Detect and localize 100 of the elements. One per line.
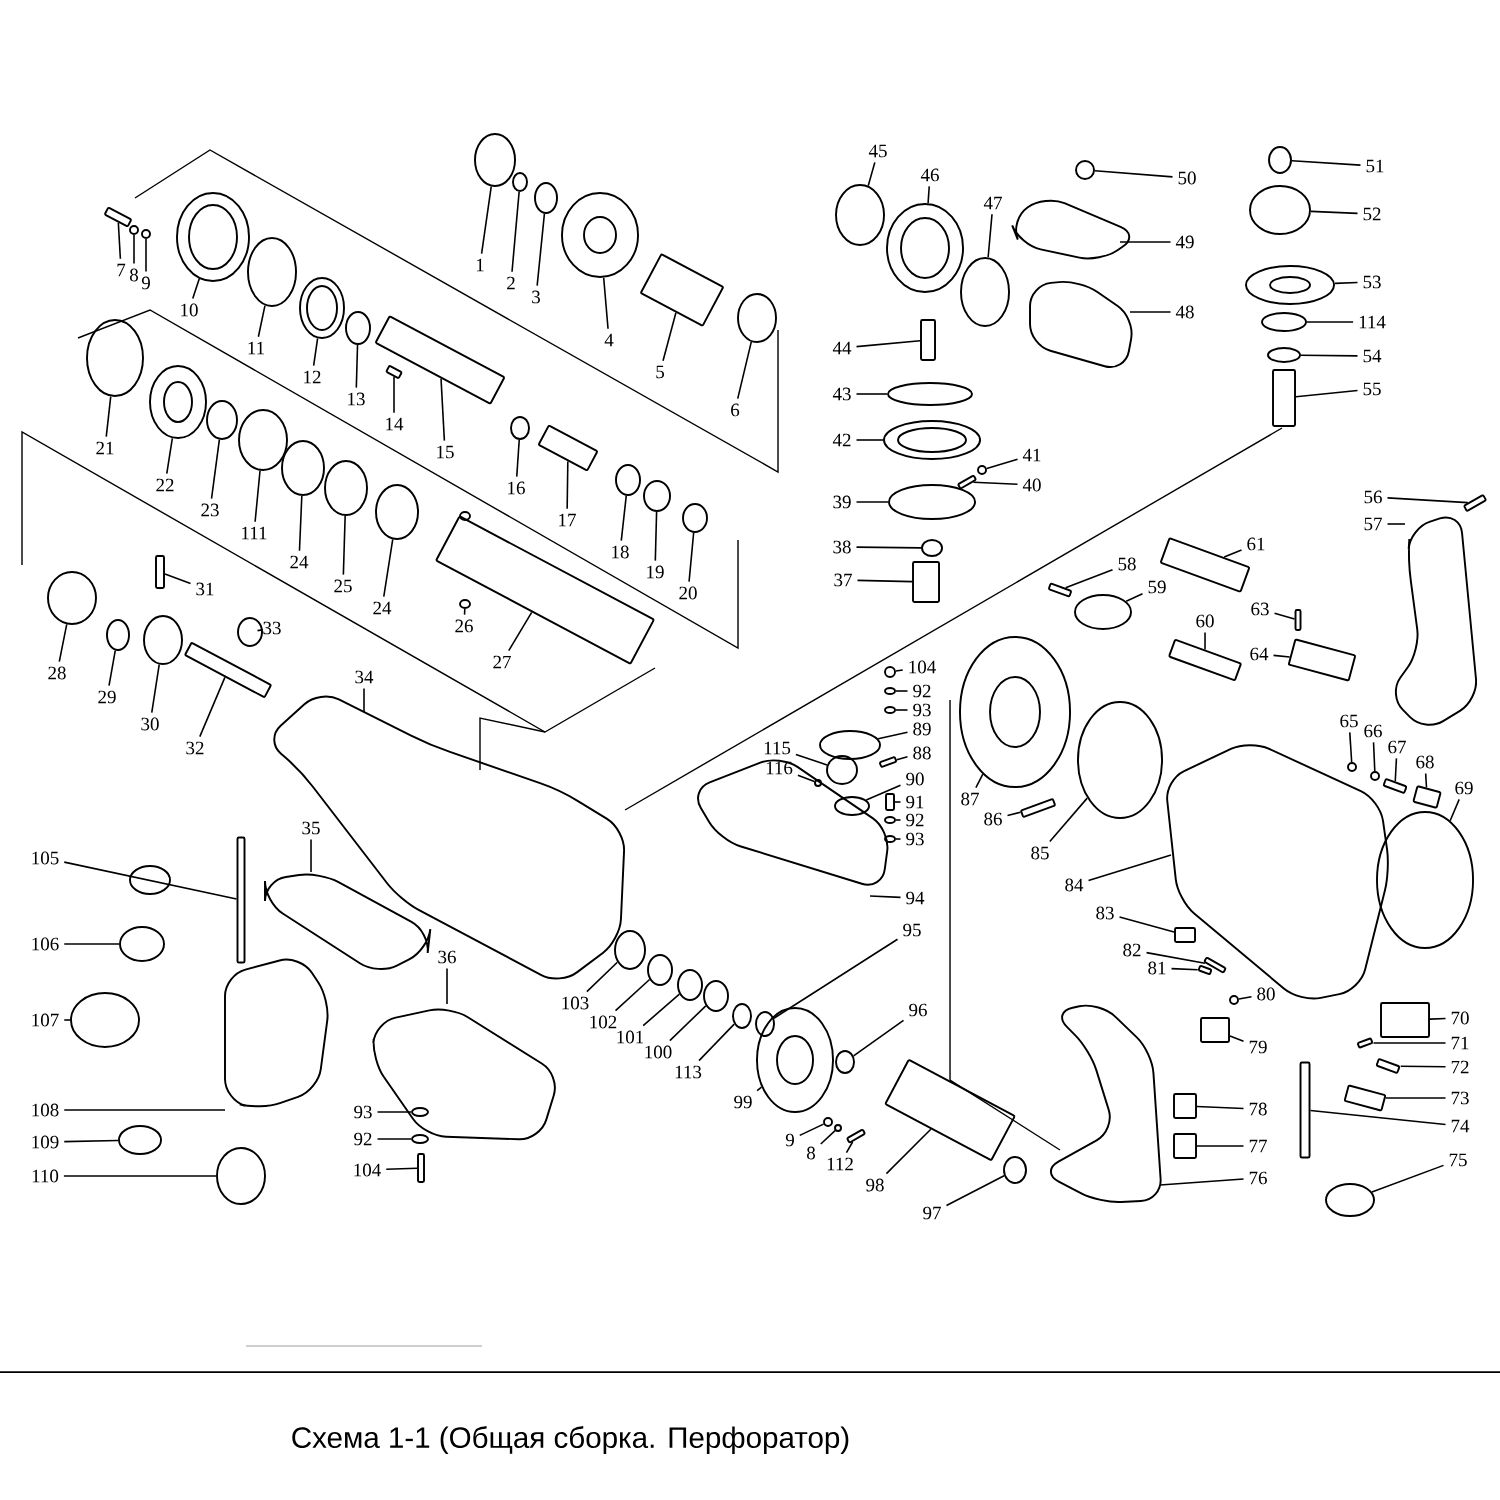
leader-line bbox=[1348, 731, 1353, 763]
part-outline bbox=[106, 619, 130, 651]
callout-number: 25 bbox=[334, 579, 352, 593]
leader-line bbox=[1371, 1164, 1445, 1193]
callout-number: 79 bbox=[1249, 1040, 1267, 1054]
leader-line bbox=[1118, 916, 1175, 933]
callout-number: 92 bbox=[354, 1132, 372, 1146]
leader-line bbox=[511, 191, 520, 273]
leader-line bbox=[856, 579, 913, 583]
callout-number: 20 bbox=[679, 586, 697, 600]
callout-number: 107 bbox=[32, 1013, 59, 1027]
callout-number: 32 bbox=[186, 741, 204, 755]
leader-line bbox=[108, 649, 117, 687]
part-outline bbox=[883, 420, 981, 460]
part-outline bbox=[1048, 582, 1072, 598]
part-outline bbox=[886, 203, 964, 293]
callout-number: 5 bbox=[656, 365, 665, 379]
callout-number: 47 bbox=[983, 196, 1002, 210]
part-outline bbox=[884, 687, 896, 695]
part-outline bbox=[512, 172, 528, 192]
callout-number: 17 bbox=[559, 513, 576, 527]
caption: Схема 1-1 (Общая сборка. Перфоратор) bbox=[292, 1426, 849, 1454]
part-outline bbox=[977, 465, 987, 475]
callout-number: 7 bbox=[117, 263, 126, 277]
part-outline bbox=[47, 571, 97, 625]
callout-number: 77 bbox=[1249, 1139, 1267, 1153]
callout-number: 113 bbox=[675, 1065, 702, 1079]
part-outline bbox=[884, 835, 896, 843]
part-outline bbox=[1463, 494, 1487, 512]
part-outline bbox=[1347, 762, 1357, 772]
callout-number: 8 bbox=[129, 268, 138, 282]
leader-line bbox=[1119, 241, 1172, 243]
callout-number: 12 bbox=[304, 370, 321, 384]
callout-number: 16 bbox=[508, 481, 525, 495]
part-outline bbox=[1168, 639, 1242, 681]
part-outline bbox=[510, 416, 530, 440]
leader-line bbox=[463, 608, 466, 616]
callout-number: 104 bbox=[354, 1163, 381, 1177]
part-outline bbox=[1197, 965, 1213, 975]
callout-number: 21 bbox=[96, 441, 114, 455]
part-outline bbox=[732, 1003, 752, 1029]
leader-line bbox=[1295, 389, 1359, 398]
callout-number: 111 bbox=[242, 526, 267, 540]
leader-line bbox=[446, 967, 448, 1005]
callout-number: 9 bbox=[141, 276, 150, 290]
leader-line bbox=[797, 774, 816, 783]
part-outline bbox=[643, 480, 671, 512]
part-outline bbox=[960, 257, 1010, 327]
callout-number: 44 bbox=[832, 341, 852, 355]
leader-line bbox=[133, 234, 135, 265]
callout-number: 51 bbox=[1366, 159, 1384, 173]
callout-number: 85 bbox=[1031, 846, 1049, 860]
part-outline bbox=[1375, 1058, 1401, 1074]
callout-number: 63 bbox=[1251, 602, 1269, 616]
callout-number: 45 bbox=[868, 144, 887, 158]
part-outline bbox=[129, 225, 139, 235]
part-outline bbox=[1249, 185, 1311, 235]
callout-number: 87 bbox=[961, 792, 979, 806]
part-outline bbox=[236, 836, 246, 964]
leader-line bbox=[1159, 1178, 1245, 1186]
leader-line bbox=[662, 312, 677, 362]
leader-line bbox=[986, 458, 1019, 470]
callout-number: 2 bbox=[507, 276, 515, 290]
callout-number: 84 bbox=[1065, 878, 1084, 892]
leader-line bbox=[895, 669, 904, 672]
part-outline bbox=[141, 229, 151, 239]
callout-number: 97 bbox=[923, 1206, 941, 1220]
leader-line bbox=[895, 709, 909, 711]
leader-line bbox=[515, 439, 520, 478]
leader-line bbox=[254, 469, 261, 523]
leader-line bbox=[865, 784, 902, 801]
callout-number: 67 bbox=[1388, 740, 1406, 754]
part-outline bbox=[206, 400, 238, 440]
part-outline bbox=[884, 816, 896, 824]
part-outline bbox=[677, 969, 703, 1001]
part-outline bbox=[823, 1117, 833, 1127]
leader-line bbox=[393, 376, 395, 414]
callout-number: 99 bbox=[734, 1095, 752, 1109]
callout-number: 3 bbox=[532, 290, 541, 304]
part-outline bbox=[1299, 1061, 1311, 1159]
callout-number: 33 bbox=[263, 621, 281, 635]
leader-line bbox=[795, 753, 828, 766]
leader-line bbox=[654, 511, 658, 562]
callout-number: 115 bbox=[764, 741, 791, 755]
leader-line bbox=[191, 277, 201, 300]
part-outline bbox=[920, 319, 936, 361]
callout-number: 101 bbox=[617, 1030, 644, 1044]
leader-line bbox=[756, 1086, 763, 1092]
callout-number: 108 bbox=[32, 1103, 59, 1117]
part-outline bbox=[417, 1153, 425, 1183]
callout-number: 39 bbox=[833, 495, 851, 509]
part-outline bbox=[86, 319, 144, 397]
leader-line bbox=[536, 213, 546, 287]
callout-number: 27 bbox=[493, 655, 511, 669]
callout-number: 78 bbox=[1249, 1102, 1267, 1116]
leader-line bbox=[1310, 210, 1359, 215]
part-outline bbox=[959, 636, 1071, 788]
part-outline bbox=[1229, 995, 1239, 1005]
callout-number: 109 bbox=[32, 1135, 59, 1149]
callout-number: 96 bbox=[909, 1003, 927, 1017]
